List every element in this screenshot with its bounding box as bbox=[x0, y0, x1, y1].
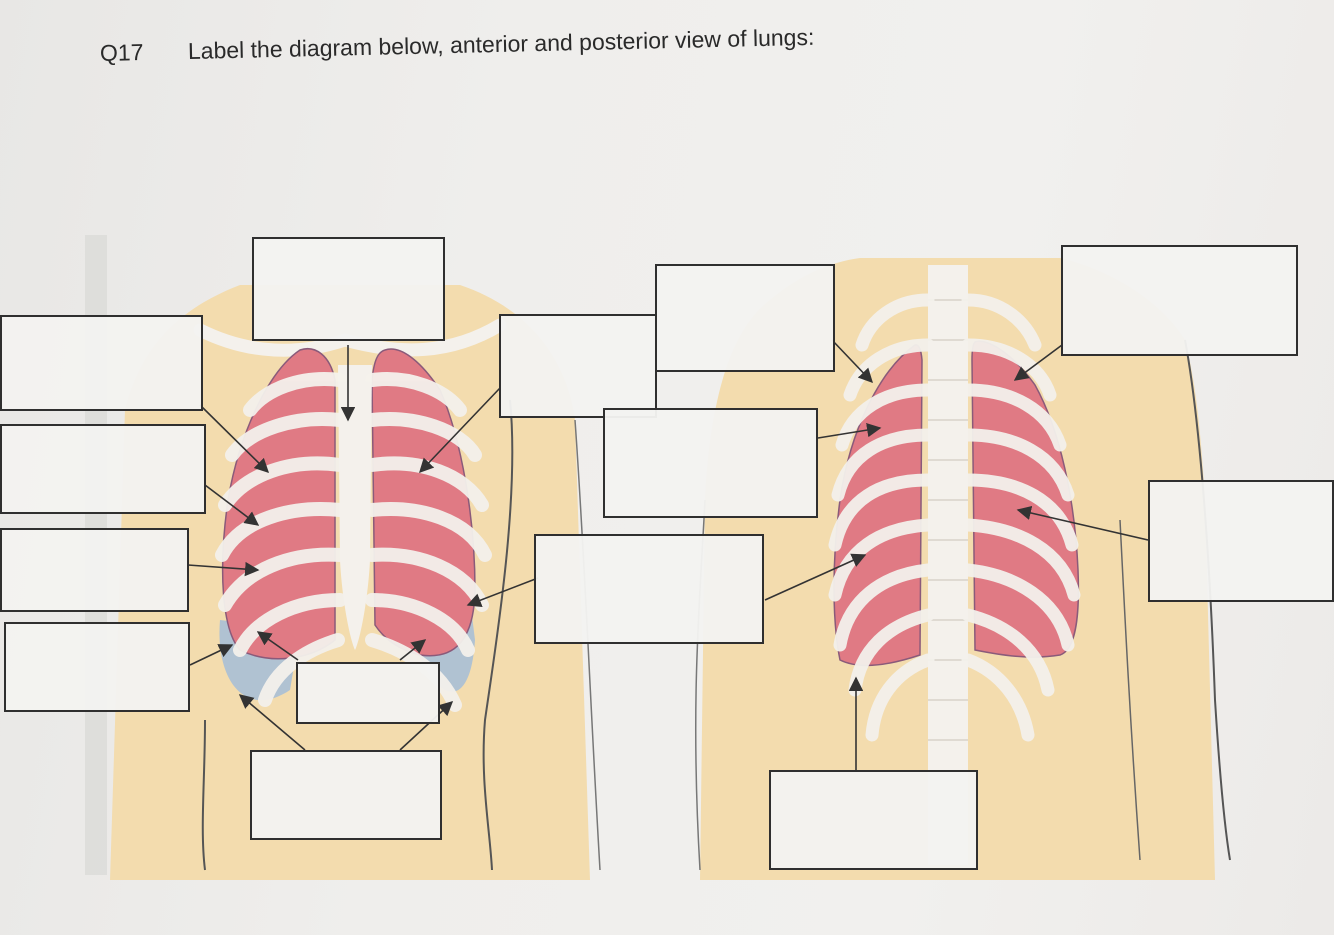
label-box-anterior-left-3[interactable] bbox=[0, 528, 189, 612]
label-box-anterior-right-middle[interactable] bbox=[603, 408, 818, 518]
label-box-posterior-bottom[interactable] bbox=[769, 770, 978, 870]
label-box-anterior-right-lower[interactable] bbox=[534, 534, 764, 644]
label-box-posterior-right-middle[interactable] bbox=[1148, 480, 1334, 602]
label-box-anterior-left-4[interactable] bbox=[4, 622, 190, 712]
label-box-posterior-top-right[interactable] bbox=[1061, 245, 1298, 356]
label-box-posterior-top-left[interactable] bbox=[655, 264, 835, 372]
label-box-anterior-left-2[interactable] bbox=[0, 424, 206, 514]
label-box-anterior-bottom-small[interactable] bbox=[296, 662, 440, 724]
label-box-anterior-right-upper[interactable] bbox=[499, 314, 657, 418]
label-box-anterior-bottom[interactable] bbox=[250, 750, 442, 840]
label-box-anterior-left-1[interactable] bbox=[0, 315, 203, 411]
label-box-anterior-top[interactable] bbox=[252, 237, 445, 341]
